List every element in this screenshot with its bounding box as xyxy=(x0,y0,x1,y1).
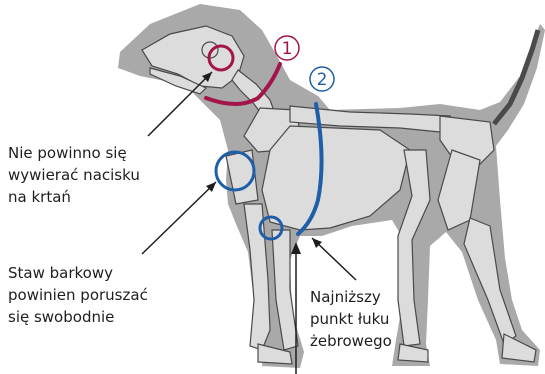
ribcage-label-line-2: punkt łuku xyxy=(310,308,392,330)
larynx-label-line-1: Nie powinno się xyxy=(8,142,140,164)
ribcage-label-line-3: żebrowego xyxy=(310,330,392,352)
larynx-label-line-3: na krtań xyxy=(8,186,140,208)
larynx-label: Nie powinno się wywierać nacisku na krta… xyxy=(8,142,140,208)
shoulder-label-line-2: powinien poruszać xyxy=(8,284,148,306)
ribcage-label-line-1: Najniższy xyxy=(310,286,392,308)
marker-1-number: 1 xyxy=(282,39,293,59)
larynx-label-line-2: wywierać nacisku xyxy=(8,164,140,186)
shoulder-label: Staw barkowy powinien poruszać się swobo… xyxy=(8,262,148,328)
ribcage-label: Najniższy punkt łuku żebrowego xyxy=(310,286,392,352)
marker-2-number: 2 xyxy=(317,70,328,90)
shoulder-label-line-1: Staw barkowy xyxy=(8,262,148,284)
shoulder-label-line-3: się swobodnie xyxy=(8,306,148,328)
shoulder-pointer xyxy=(142,182,216,254)
